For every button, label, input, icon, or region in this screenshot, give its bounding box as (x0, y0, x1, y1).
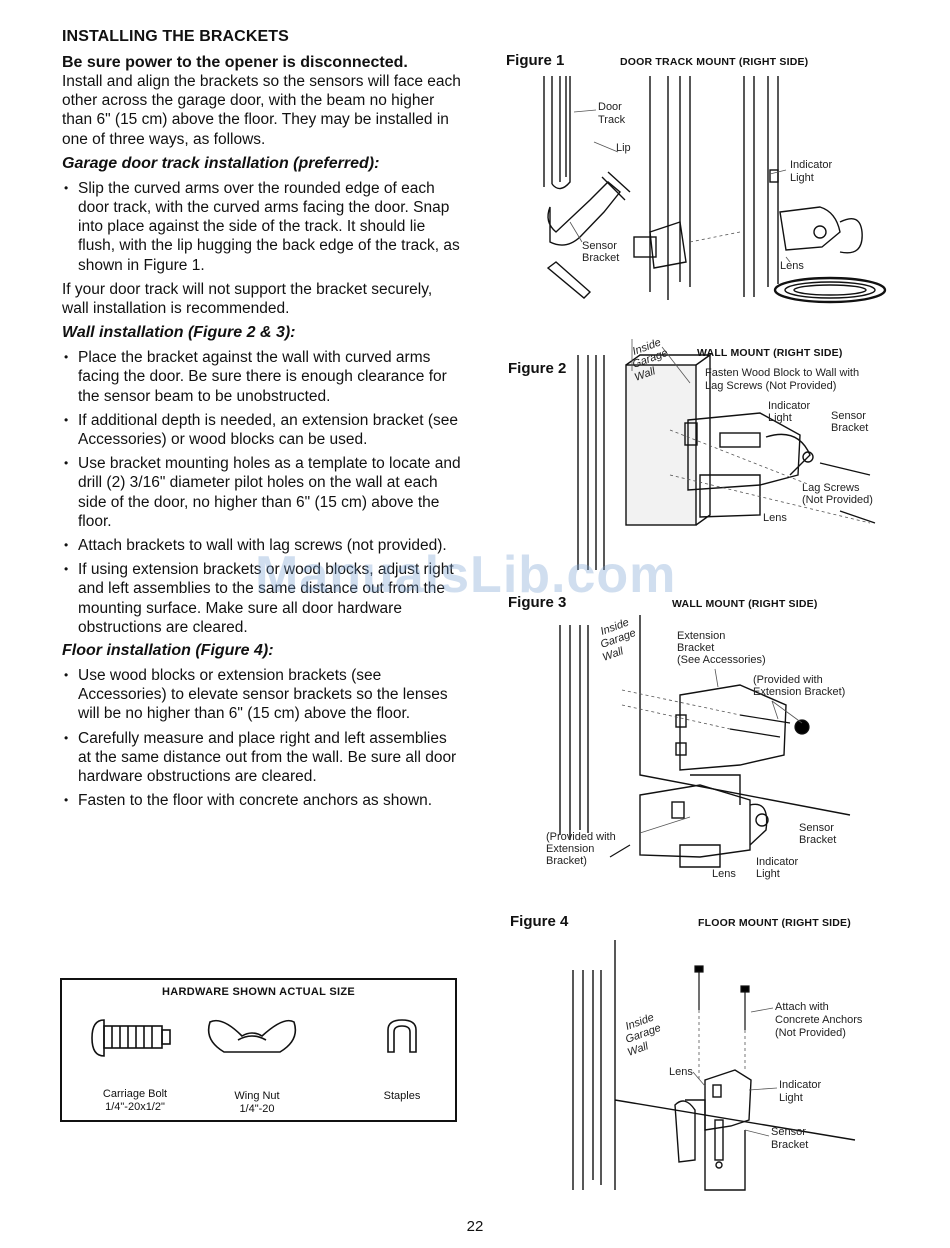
f3-label-extension-left: Extension (546, 843, 594, 855)
intro-paragraph: Install and align the brackets so the se… (62, 73, 461, 148)
f3-label-ext-bracket-right: Extension Bracket) (753, 686, 845, 698)
f1-label-track: Track (598, 114, 626, 126)
f2-label-lag-screws-top: Lag Screws (Not Provided) (705, 380, 836, 392)
wing-nut-label: Wing Nut 1/4"-20 (234, 1090, 280, 1115)
section-title: INSTALLING THE BRACKETS (62, 28, 289, 45)
f3-label-lens: Lens (712, 868, 736, 880)
figure-1-diagram: Door Track Lip Sensor Bracket Indicator … (543, 76, 887, 304)
instructions-column: INSTALLING THE BRACKETS Be sure power to… (62, 28, 462, 816)
watermark: ManualsLib.com (255, 546, 677, 604)
f2-label-lens: Lens (763, 512, 787, 524)
track-note: If your door track will not support the … (62, 280, 433, 318)
f3-label-extension: Extension (677, 630, 725, 642)
wing-nut-icon (207, 1019, 297, 1053)
f3-label-light: Light (756, 868, 780, 880)
list-item: Attach brackets to wall with lag screws … (62, 536, 462, 555)
figure-2-caption: WALL MOUNT (RIGHT SIDE) (697, 347, 843, 359)
f4-label-concrete-anchors: Concrete Anchors (775, 1014, 863, 1026)
list-item: Fasten to the floor with concrete anchor… (62, 791, 462, 810)
f4-label-not-provided: (Not Provided) (775, 1027, 846, 1039)
f3-label-provided-left: (Provided with (546, 831, 616, 843)
figure-3-diagram: Inside Garage Wall Extension Bracket (Se… (546, 615, 851, 880)
figure-4-diagram: Inside Garage Wall Attach with Concrete … (572, 940, 863, 1191)
hardware-illustrations (91, 1019, 417, 1057)
figure-3-number: Figure 3 (508, 594, 567, 611)
figure-4-number: Figure 4 (510, 913, 569, 930)
f4-label-bracket: Bracket (771, 1139, 808, 1151)
list-item: Carefully measure and place right and le… (62, 729, 462, 787)
f4-label-attach: Attach with (775, 1001, 829, 1013)
figure-1-caption: DOOR TRACK MOUNT (RIGHT SIDE) (620, 56, 809, 68)
f4-label-sensor: Sensor (771, 1126, 806, 1138)
f4-label-indicator: Indicator (779, 1079, 822, 1091)
hardware-box: HARDWARE SHOWN ACTUAL SIZE Carriage Bolt… (60, 978, 457, 1122)
f1-label-door: Door (598, 101, 622, 113)
f3-label-bracket-left: Bracket) (546, 855, 587, 867)
wall-heading: Wall installation (Figure 2 & 3): (62, 324, 296, 342)
f1-label-light: Light (790, 172, 814, 184)
figure-4-caption: FLOOR MOUNT (RIGHT SIDE) (698, 917, 851, 929)
f2-label-not-provided: (Not Provided) (802, 494, 873, 506)
floor-heading: Floor installation (Figure 4): (62, 642, 274, 660)
f1-label-indicator: Indicator (790, 159, 833, 171)
f2-label-bracket: Bracket (831, 422, 868, 434)
f1-label-lip: Lip (616, 142, 631, 154)
f2-label-indicator: Indicator (768, 400, 811, 412)
staples-label: Staples (383, 1090, 421, 1102)
list-item: If additional depth is needed, an extens… (62, 411, 462, 449)
page-number: 22 (466, 1218, 484, 1235)
list-item: If using extension brackets or wood bloc… (62, 560, 462, 637)
list-item: Slip the curved arms over the rounded ed… (62, 179, 462, 275)
f2-label-fasten: Fasten Wood Block to Wall with (705, 367, 859, 379)
list-item: Use wood blocks or extension brackets (s… (62, 666, 462, 724)
list-item: Place the bracket against the wall with … (62, 348, 462, 406)
f1-label-bracket: Bracket (582, 252, 619, 264)
f1-label-sensor: Sensor (582, 240, 617, 252)
f4-label-lens: Lens (669, 1066, 693, 1078)
f3-label-sensor-bracket: Bracket (799, 834, 836, 846)
carriage-bolt-label: Carriage Bolt 1/4"-20x1/2" (102, 1088, 168, 1113)
list-item: Use bracket mounting holes as a template… (62, 454, 462, 531)
f3-label-bracket-ext: Bracket (677, 642, 714, 654)
hardware-title: HARDWARE SHOWN ACTUAL SIZE (162, 986, 355, 998)
figure-2-number: Figure 2 (508, 360, 567, 377)
f2-label-lag-screws: Lag Screws (802, 482, 860, 494)
power-warning: Be sure power to the opener is disconnec… (62, 54, 408, 71)
staple-icon (387, 1019, 417, 1053)
f2-label-light: Light (768, 412, 792, 424)
figure-3-caption: WALL MOUNT (RIGHT SIDE) (672, 598, 818, 610)
figure-1-number: Figure 1 (506, 52, 565, 69)
f2-label-sensor: Sensor (831, 410, 866, 422)
f4-label-light: Light (779, 1092, 803, 1104)
f3-label-indicator: Indicator (756, 856, 799, 868)
f3-label-sensor: Sensor (799, 822, 834, 834)
figure-2-diagram: Inside Garage Wall Fasten Wood Block to … (577, 337, 876, 570)
carriage-bolt-icon (91, 1019, 171, 1057)
f1-label-lens: Lens (780, 260, 804, 272)
track-heading: Garage door track installation (preferre… (62, 154, 380, 172)
f3-label-see-accessories: (See Accessories) (677, 654, 766, 666)
f3-label-provided-right: (Provided with (753, 674, 823, 686)
